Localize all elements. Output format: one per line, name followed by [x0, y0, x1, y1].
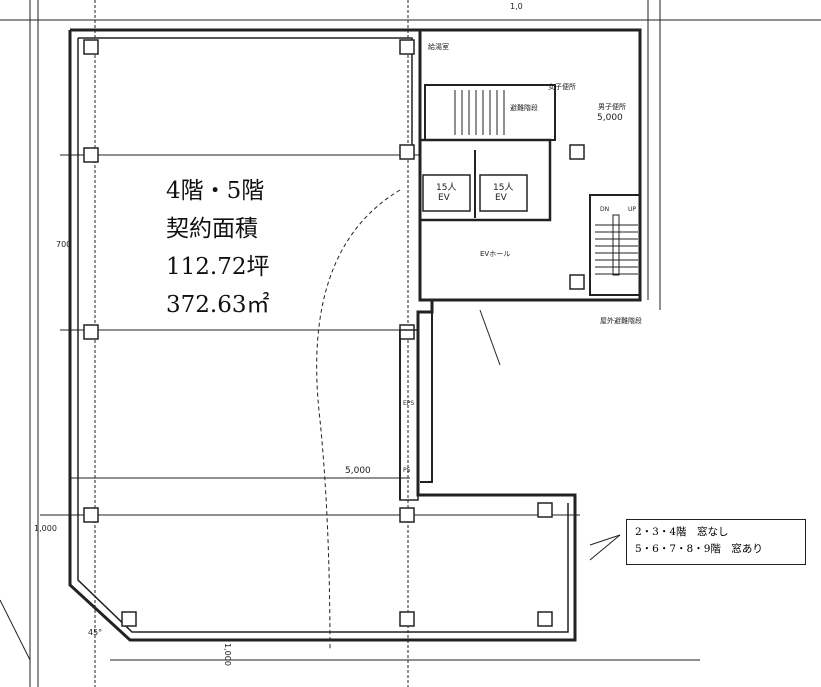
dim-top: 1,0 [510, 2, 523, 11]
columns [83, 39, 585, 627]
room-women: 女子便所 [548, 83, 576, 91]
area-tsubo: 112.72坪 [166, 254, 270, 280]
room-men: 男子便所 [598, 103, 626, 111]
dim-1000-left: 1,000 [34, 524, 57, 533]
dim-5000: 5,000 [345, 466, 371, 476]
note-line-2: 5・6・7・8・9階 窓あり [635, 543, 763, 555]
stairs-up: UP [628, 206, 637, 213]
room-kyuto: 給湯室 [428, 43, 449, 51]
room-stairs: 避難階段 [510, 104, 538, 112]
dim-700: 700 [56, 240, 72, 249]
contract-area-label: 4階・5階 契約面積 112.72坪 372.63㎡ [166, 172, 269, 324]
area-sqm: 372.63㎡ [166, 292, 270, 318]
stair-treads [454, 90, 638, 276]
elevator-2 [479, 174, 528, 212]
walls [68, 28, 642, 642]
door-swing-arc [316, 189, 401, 651]
stairs-dn: DN [600, 206, 610, 213]
floors-label: 4階・5階 [166, 178, 265, 204]
eps-shaft [399, 329, 419, 501]
ev1-capacity: 15人 [436, 183, 457, 193]
room-ev-hall: EVホール [480, 250, 511, 258]
ev2-label: EV [495, 193, 507, 203]
ev2-capacity: 15人 [493, 183, 514, 193]
label-ps: PS [403, 467, 411, 474]
leader-line [479, 309, 501, 366]
note-leader-line [589, 534, 621, 561]
area-title: 契約面積 [166, 216, 258, 242]
note-leader-line [589, 534, 621, 546]
elevator-1 [422, 174, 471, 212]
note-line-1: 2・3・4階 窓なし [635, 526, 729, 538]
window-note-box: 2・3・4階 窓なし 5・6・7・8・9階 窓あり [626, 519, 806, 565]
ev1-label: EV [438, 193, 450, 203]
dim-5000-top: 5,000 [597, 113, 623, 123]
label-eps: EPS [403, 400, 415, 407]
dim-45deg: 45° [88, 628, 103, 637]
dim-1000-bottom: 1,000 [222, 643, 232, 666]
room-outdoor-stairs: 屋外避難階段 [600, 317, 642, 325]
